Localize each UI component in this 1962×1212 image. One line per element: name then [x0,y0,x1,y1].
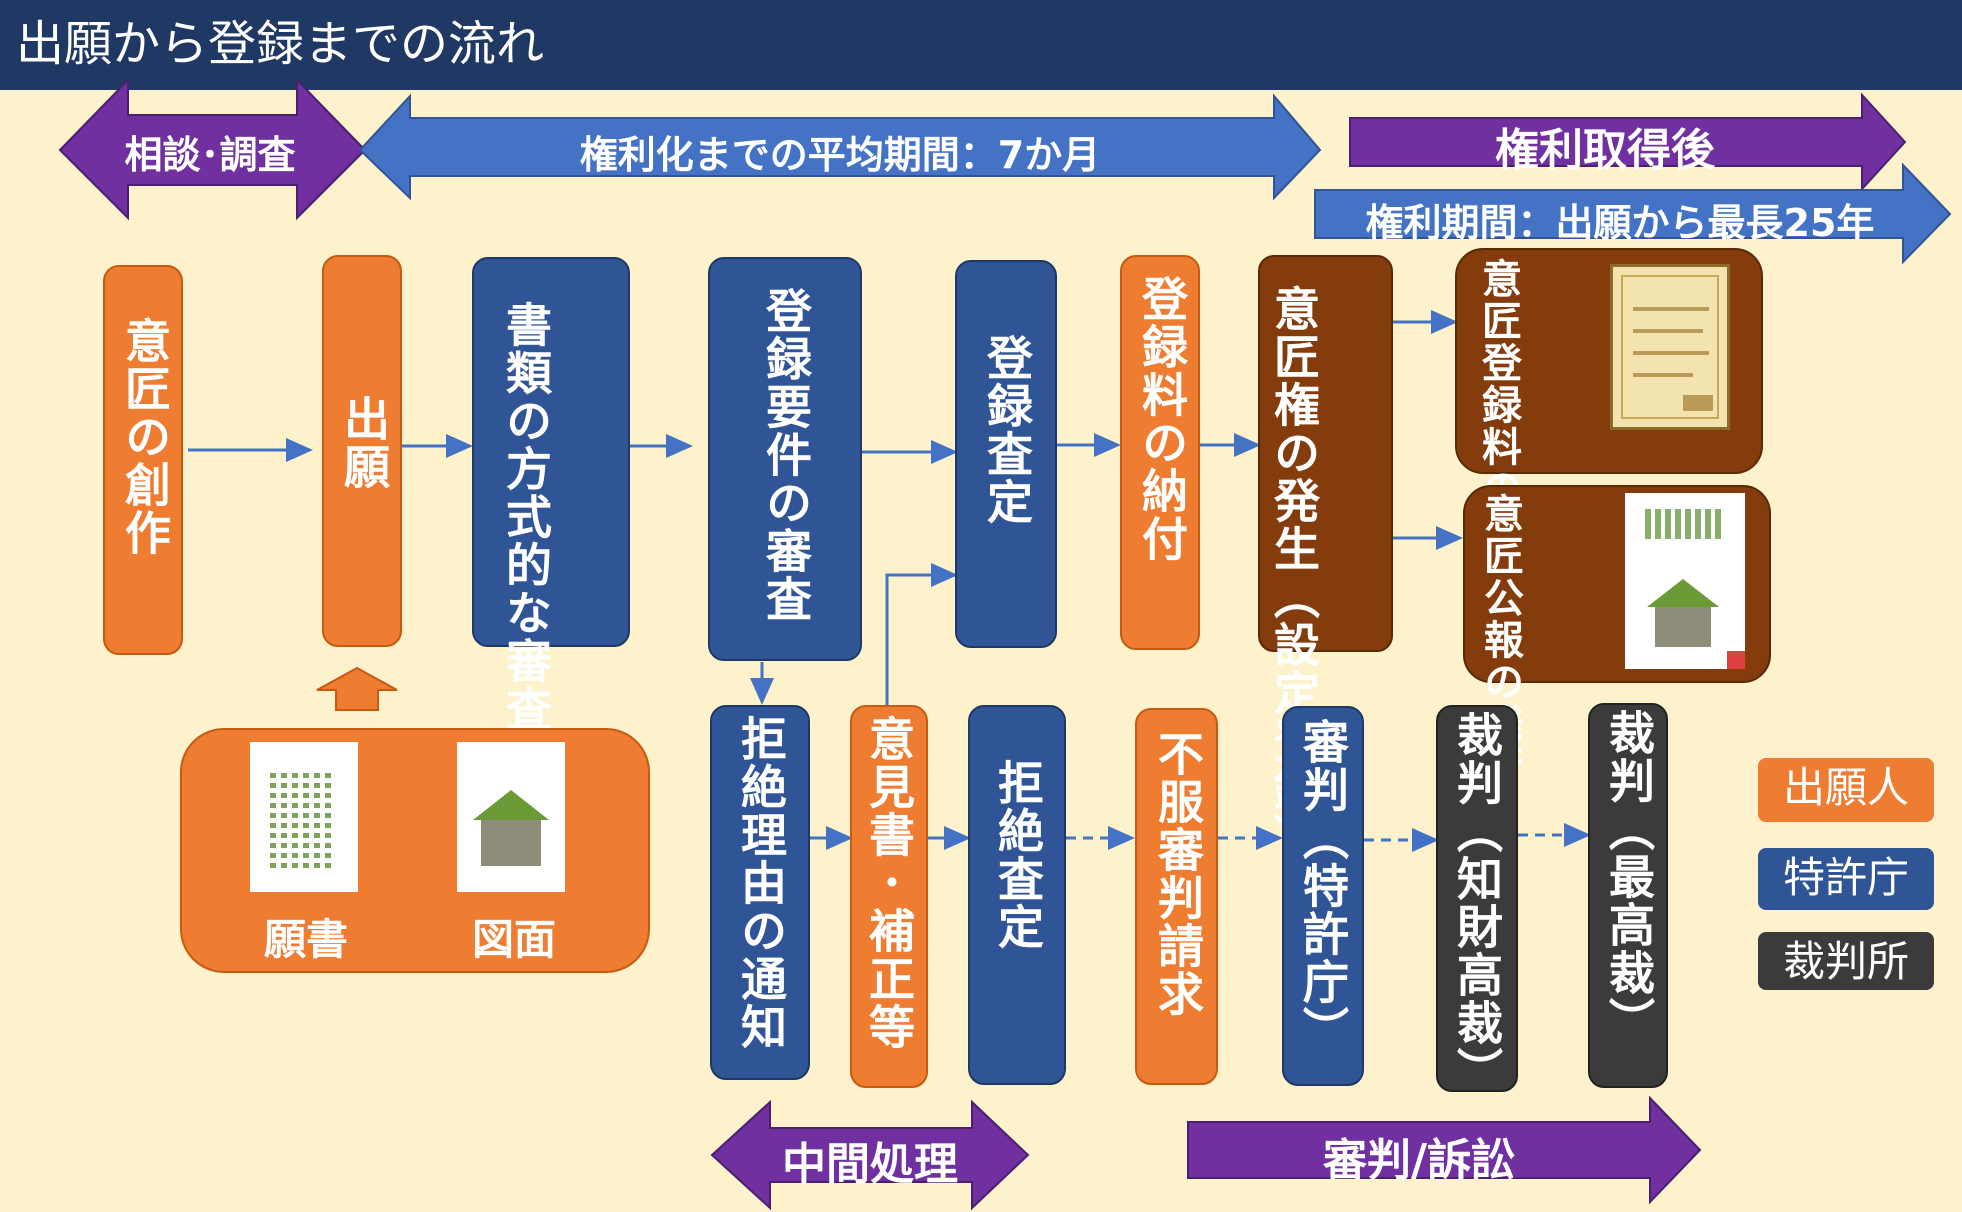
after-grant-banner-arrow [1349,92,1907,192]
step-gazette-label: 意匠公報の発行 [1477,493,1523,787]
step-creation-label: 意匠の創作 [118,317,172,557]
application-label: 願書 [263,915,348,964]
term-banner-arrow [1314,162,1952,265]
interim-banner: 中間処理 [782,1139,958,1190]
drawing-icon [457,742,565,892]
term-banner: 権利期間：出願から最長25年 [1365,201,1875,245]
step-right-arise: 意匠権の発生（設定登録） [1258,255,1393,861]
step-ip-high-court-label: 裁判（知財高裁） [1450,711,1504,1095]
interim-banner-arrow [710,1099,1030,1211]
consult-banner: 相談･調査 [124,133,296,177]
average-period-banner: 権利化までの平均期間：7か月 [579,133,1101,177]
step-appeal-request-label: 不服審判請求 [1151,730,1205,1018]
step-grant-decision-label: 登録査定 [980,334,1034,526]
step-formality-label: 書類の方式的な審査 [499,301,553,733]
step-supreme-court-label: 裁判（最高裁） [1602,709,1656,1045]
step-trial-jpo: 審判（特許庁） [1282,706,1364,1086]
step-formality: 書類の方式的な審査 [472,257,630,733]
legend-applicant: 出願人 [1758,758,1934,822]
appeal-banner: 審判/訴訟 [1322,1135,1516,1186]
step-substantive-label: 登録要件の審査 [759,287,813,623]
step-creation: 意匠の創作 [103,265,183,655]
step-filing: 出願 [322,255,402,647]
legend-jpo: 特許庁 [1758,848,1934,910]
step-fee-payment-label: 登録料の納付 [1135,275,1189,563]
step-right-arise-label: 意匠権の発生（設定登録） [1267,285,1321,861]
step-supreme-court: 裁判（最高裁） [1588,703,1668,1088]
title-bar: 出願から登録までの流れ [0,0,1962,90]
step-certificate-label: 意匠登録料の交付 [1475,258,1521,594]
step-substantive: 登録要件の審査 [708,257,862,661]
step-grant-decision: 登録査定 [955,260,1057,648]
appeal-banner-arrow [1187,1095,1702,1205]
step-ip-high-court: 裁判（知財高裁） [1436,705,1518,1095]
step-refusal-notice: 拒絶理由の通知 [710,705,810,1080]
page-title: 出願から登録までの流れ [16,16,545,72]
legend-court: 裁判所 [1758,932,1934,990]
step-filing-label: 出願 [337,395,391,491]
step-opinion: 意見書･補正等 [850,705,928,1088]
step-certificate: 意匠登録料の交付 [1455,248,1763,594]
step-trial-jpo-label: 審判（特許庁） [1296,718,1350,1054]
certificate-image [1610,264,1730,430]
drawing-label: 図面 [471,915,556,964]
after-grant-banner: 権利取得後 [1495,125,1715,176]
step-refusal-decision-label: 拒絶査定 [991,759,1045,951]
step-gazette: 意匠公報の発行 [1463,485,1771,787]
step-fee-payment: 登録料の納付 [1120,255,1200,650]
average-period-banner-arrow [358,93,1322,201]
application-form-icon [250,742,358,892]
documents-to-filing-arrow [316,666,398,711]
step-opinion-label: 意見書･補正等 [862,715,916,1051]
step-refusal-notice-label: 拒絶理由の通知 [734,715,788,1051]
documents-box: 願書 図面 [180,728,650,973]
gazette-image [1625,493,1745,669]
step-refusal-decision: 拒絶査定 [968,705,1066,1085]
step-appeal-request: 不服審判請求 [1135,708,1218,1085]
